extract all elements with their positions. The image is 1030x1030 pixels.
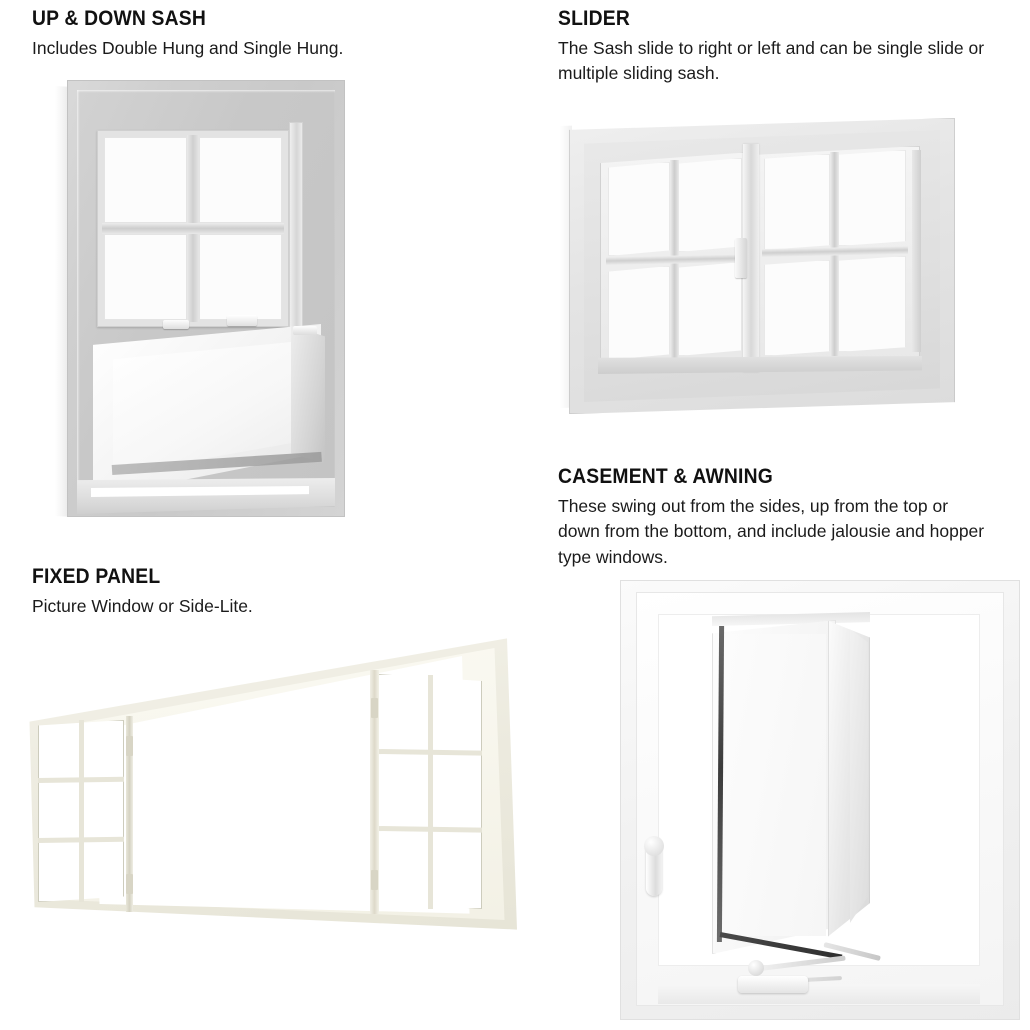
left-sash-pane-bottom-left	[608, 266, 670, 360]
left-mullion-post	[126, 716, 133, 912]
right-lite-hinge-bottom	[371, 870, 378, 890]
right-sash-pane-top-left	[764, 154, 830, 250]
description-casement-and-awning: These swing out from the sides, up from …	[558, 496, 985, 567]
right-sash-pane-bottom-right	[838, 256, 906, 352]
description-up-and-down-sash: Includes Double Hung and Single Hung.	[32, 38, 344, 59]
tilt-latch-right	[293, 326, 317, 335]
slider-meeting-rail	[743, 144, 759, 372]
heading-slider: SLIDER	[558, 7, 630, 30]
upper-sash-pane-bottom-left	[104, 234, 187, 320]
section-slider: SLIDER The Sash slide to right or left a…	[558, 7, 1018, 87]
casement-crank-operator-base	[738, 976, 808, 993]
section-fixed-panel: FIXED PANEL Picture Window or Side-Lite.	[32, 565, 502, 619]
upper-sash-pane-bottom-right	[199, 234, 282, 320]
image-up-and-down-sash-window	[55, 80, 355, 525]
image-fixed-panel-window	[22, 632, 522, 952]
heading-fixed-panel: FIXED PANEL	[32, 565, 161, 588]
window-right-track	[289, 122, 303, 337]
left-sash-pane-top-left	[608, 162, 670, 256]
tilt-latch-left	[163, 320, 189, 329]
section-up-and-down-sash: UP & DOWN SASH Includes Double Hung and …	[32, 7, 532, 61]
right-sash-pane-top-right	[838, 150, 906, 246]
left-lite-hinge-bottom	[126, 874, 133, 894]
image-casement-window	[620, 580, 1020, 1020]
right-lite-hinge-top	[371, 698, 378, 718]
upper-sash-horizontal-muntin	[102, 223, 284, 234]
casement-lock-handle-pivot	[644, 836, 664, 856]
heading-up-and-down-sash: UP & DOWN SASH	[32, 7, 206, 30]
slider-sill	[598, 356, 922, 374]
image-slider-window	[560, 118, 960, 418]
left-sash-pane-top-right	[678, 158, 742, 252]
right-sash-pane-bottom-left	[764, 260, 830, 356]
left-lite-hinge-top	[126, 736, 133, 756]
upper-sash	[97, 130, 289, 327]
upper-sash-pane-top-left	[104, 137, 187, 223]
heading-casement-and-awning: CASEMENT & AWNING	[558, 465, 773, 488]
slider-sash-latch	[735, 238, 747, 278]
casement-sash-side-profile-2	[850, 629, 868, 923]
slider-right-jamb	[912, 150, 921, 352]
window-sill-highlight	[91, 486, 309, 497]
left-sash-pane-bottom-right	[678, 262, 742, 356]
casement-crank-handle	[748, 960, 764, 976]
description-slider: The Sash slide to right or left and can …	[558, 38, 985, 84]
section-casement-and-awning: CASEMENT & AWNING These swing out from t…	[558, 465, 1018, 570]
sash-lock-center	[227, 315, 257, 326]
left-side-lite-vertical-muntin	[79, 720, 84, 902]
upper-sash-pane-top-right	[199, 137, 282, 223]
lower-sash-edge-profile	[291, 326, 325, 464]
casement-sill	[658, 984, 980, 1004]
right-mullion-post	[370, 670, 379, 914]
description-fixed-panel: Picture Window or Side-Lite.	[32, 596, 253, 617]
right-side-lite-vertical-muntin	[428, 675, 433, 909]
casement-sash-glass	[722, 634, 826, 936]
